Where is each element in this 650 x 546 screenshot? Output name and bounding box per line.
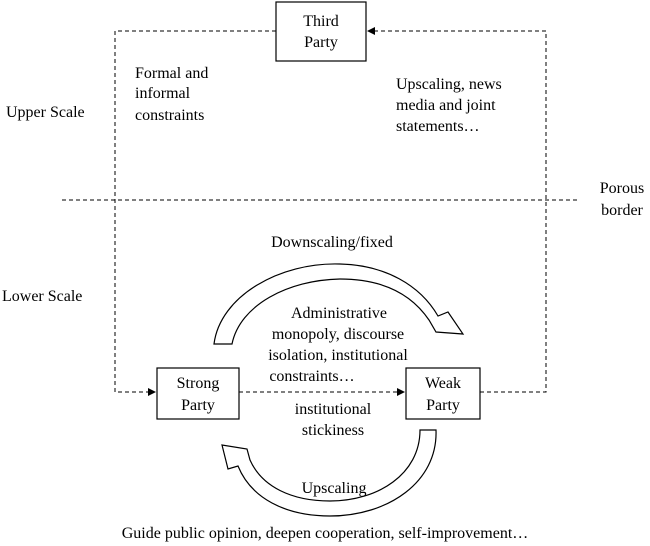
upscaling-label: Upscaling	[302, 480, 367, 497]
administrative-label-2: monopoly, discourse	[272, 326, 404, 343]
strong-party-node: Strong Party	[156, 367, 240, 420]
upscaling-media-label-3: statements…	[396, 118, 480, 135]
downscaling-curved-arrow	[213, 263, 465, 345]
lower-scale-label: Lower Scale	[2, 288, 82, 305]
connector-weak-to-third	[367, 27, 547, 393]
upper-scale-label: Upper Scale	[6, 104, 85, 121]
downscaling-label: Downscaling/fixed	[271, 234, 393, 251]
third-party-label-1: Third	[303, 13, 339, 30]
administrative-label-1: Administrative	[291, 305, 387, 322]
formal-constraints-label-2: informal	[135, 85, 191, 102]
administrative-label-3: isolation, institutional	[268, 347, 408, 364]
strong-party-label-2: Party	[181, 397, 215, 414]
weak-party-node: Weak Party	[405, 367, 481, 420]
administrative-label-4: constraints…	[269, 368, 354, 385]
connector-third-to-strong	[114, 30, 276, 396]
formal-constraints-label-1: Formal and	[135, 65, 208, 82]
stickiness-label-1: institutional	[295, 401, 372, 418]
third-party-node: Third Party	[275, 1, 367, 62]
porous-border-label-1: Porous	[600, 180, 644, 197]
weak-party-label-2: Party	[426, 397, 460, 414]
bottom-caption: Guide public opinion, deepen cooperation…	[122, 525, 529, 542]
upscaling-curved-arrow	[221, 429, 437, 517]
porous-border-label-2: border	[601, 202, 643, 219]
stickiness-label-2: stickiness	[302, 422, 364, 439]
strong-party-label-1: Strong	[177, 375, 220, 392]
formal-constraints-label-3: constraints	[135, 107, 204, 124]
upscaling-media-label-1: Upscaling, news	[396, 76, 502, 93]
third-party-label-2: Party	[304, 34, 338, 51]
upscaling-media-label-2: media and joint	[396, 97, 496, 114]
weak-party-label-1: Weak	[425, 375, 461, 392]
